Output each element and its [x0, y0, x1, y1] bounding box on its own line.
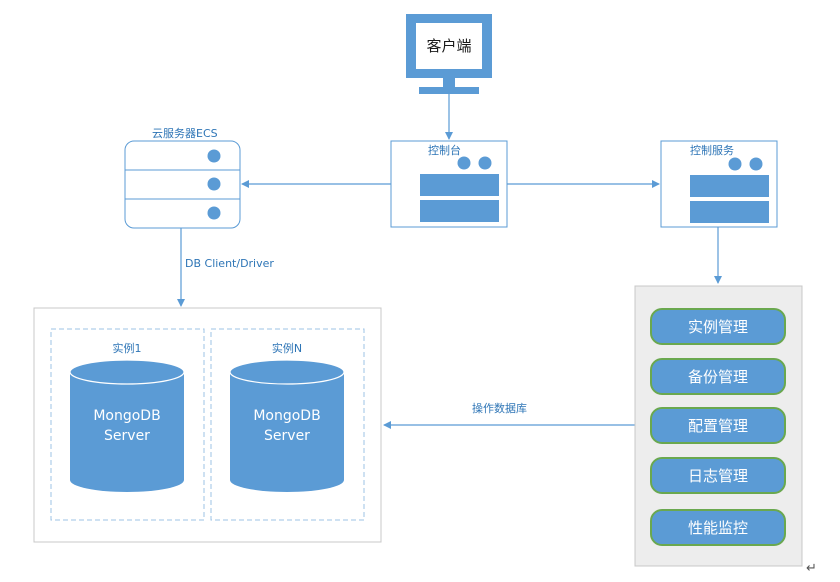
ecs-led — [207, 149, 221, 163]
services-panel: 实例管理 备份管理 配置管理 日志管理 性能监控 — [634, 285, 803, 567]
monitor-stand — [419, 87, 479, 94]
db-cluster: 实例1 MongoDB Server 实例N MongoDB Server — [33, 307, 382, 543]
service-label: 备份管理 — [688, 368, 748, 386]
console-indicator-dot — [478, 156, 492, 170]
instance-label: 实例N — [272, 341, 302, 355]
console-node: 控制台 — [390, 140, 508, 228]
db-server-role: Server — [264, 428, 310, 444]
database-cylinder — [69, 359, 185, 492]
control-service-label: 控制服务 — [690, 143, 734, 157]
control-service-panel-bar — [690, 201, 769, 223]
ecs-led — [207, 177, 221, 191]
client-monitor-node: 客户端 — [406, 14, 492, 94]
service-config-management: 配置管理 — [650, 407, 786, 444]
db-server-role: Server — [104, 428, 150, 444]
service-log-management: 日志管理 — [650, 457, 786, 494]
instance-1: 实例1 MongoDB Server — [50, 328, 205, 521]
service-backup-management: 备份管理 — [650, 358, 786, 395]
return-mark-icon: ↵ — [806, 560, 817, 575]
service-label: 性能监控 — [688, 519, 748, 537]
monitor-neck — [443, 78, 455, 87]
ecs-server-node: 云服务器ECS — [124, 127, 241, 229]
console-label: 控制台 — [428, 143, 461, 157]
monitor-screen — [416, 23, 482, 69]
control-service-node: 控制服务 — [660, 140, 778, 228]
instance-frame — [50, 328, 205, 521]
instance-n: 实例N MongoDB Server — [210, 328, 365, 521]
control-service-indicator-dot — [728, 157, 742, 171]
db-server-name: MongoDB — [253, 408, 320, 424]
ecs-rack — [124, 140, 241, 229]
service-label: 配置管理 — [688, 417, 748, 435]
service-performance-monitoring: 性能监控 — [650, 509, 786, 546]
console-panel-bar — [420, 174, 499, 196]
service-label: 实例管理 — [688, 318, 748, 336]
service-label: 日志管理 — [688, 467, 748, 485]
console-panel-bar — [420, 200, 499, 222]
control-service-indicator-dot — [749, 157, 763, 171]
ecs-led — [207, 206, 221, 220]
database-cylinder — [229, 359, 345, 492]
operate-db-edge-label: 操作数据库 — [472, 401, 527, 415]
instance-label: 实例1 — [113, 341, 142, 355]
db-server-name: MongoDB — [93, 408, 160, 424]
instance-frame — [210, 328, 365, 521]
db-client-edge-label: DB Client/Driver — [185, 257, 274, 270]
service-instance-management: 实例管理 — [650, 308, 786, 345]
control-service-panel-bar — [690, 175, 769, 197]
console-indicator-dot — [457, 156, 471, 170]
ecs-label: 云服务器ECS — [152, 127, 218, 140]
client-label: 客户端 — [426, 37, 471, 55]
